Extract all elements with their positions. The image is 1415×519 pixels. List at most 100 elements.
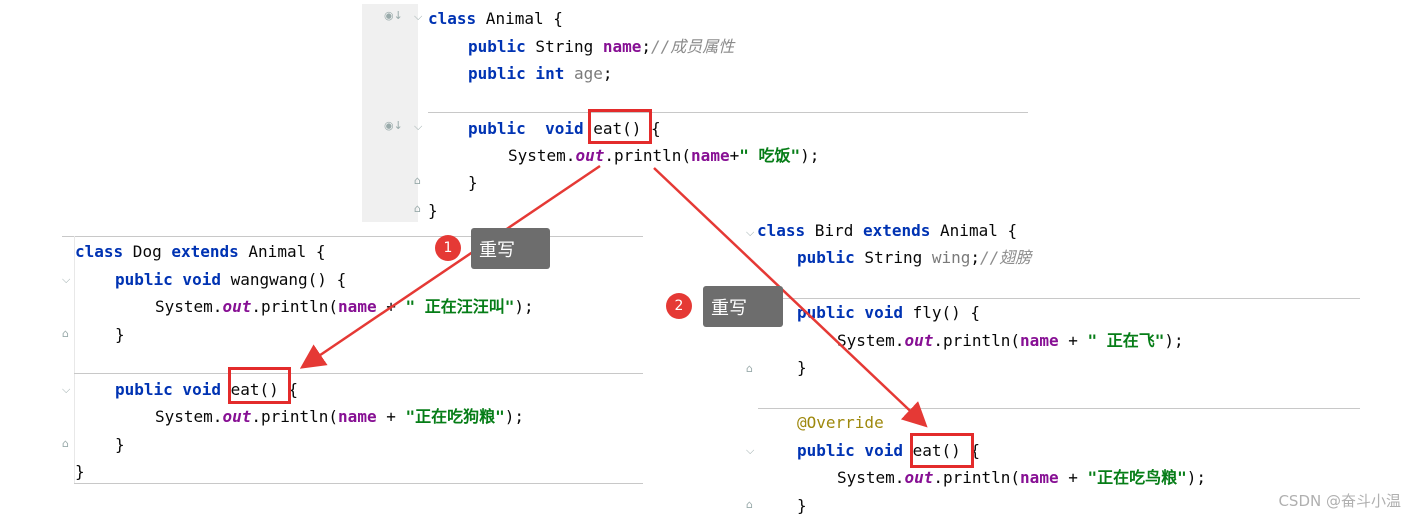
string: " 正在汪汪叫": [405, 297, 515, 316]
code-line: System.out.println(name + "正在吃狗粮");: [155, 403, 524, 430]
field: name: [1020, 468, 1059, 487]
code-line: }: [115, 325, 125, 344]
field: out: [904, 468, 934, 487]
code-line: }: [115, 435, 125, 454]
code-text: System.: [837, 468, 905, 487]
eat-method[interactable]: eat(): [230, 380, 279, 399]
code-line: class Animal {: [428, 5, 563, 32]
method-separator: [758, 298, 1360, 299]
class-name: Dog: [123, 242, 172, 261]
keyword: public: [797, 248, 855, 267]
punct: ;: [970, 248, 981, 267]
panel-bottom-border: [74, 483, 643, 484]
keyword: public: [468, 64, 526, 83]
field: name: [338, 297, 377, 316]
field: name: [1020, 331, 1059, 350]
code-line: class Bird extends Animal {: [757, 217, 1017, 244]
callout-badge-1: 1: [435, 235, 461, 261]
callout-badge-2: 2: [666, 293, 692, 319]
code-text: .println(: [251, 297, 339, 316]
code-text: .println(: [933, 331, 1021, 350]
method-signature: fly() {: [902, 303, 981, 322]
code-line: }: [468, 173, 478, 192]
class-name: Bird: [805, 221, 863, 240]
punct: ;: [641, 37, 652, 56]
bird-code-panel: ⌵ ⌂ ⌵ ⌂ class Bird extends Animal { publ…: [746, 216, 1360, 519]
override-marker-icon[interactable]: ◉↓: [384, 9, 403, 22]
highlight-box-animal-eat: [588, 109, 652, 144]
code-line: public void eat() {: [115, 376, 298, 403]
code-line: }: [797, 496, 807, 515]
punct: +: [376, 297, 406, 316]
punct: {: [278, 380, 299, 399]
bird-code: class Bird extends Animal { public Strin…: [757, 217, 1357, 519]
fold-end-icon[interactable]: ⌂: [746, 362, 753, 375]
code-text: .println(: [933, 468, 1021, 487]
fold-icon[interactable]: ⌵: [414, 120, 423, 133]
field: name: [602, 37, 642, 56]
class-name: Animal {: [238, 242, 326, 261]
callout-label-1: 重写: [471, 228, 550, 269]
keyword: public: [797, 303, 855, 322]
type: String: [854, 248, 932, 267]
code-line: System.out.println(name + " 正在汪汪叫");: [155, 293, 534, 320]
field: age: [573, 64, 603, 83]
field: name: [691, 146, 730, 165]
code-line: public String name;//成员属性: [468, 33, 734, 60]
code-line: public void eat() {: [797, 437, 980, 464]
highlight-box-bird-eat: [910, 433, 974, 468]
code-line: public void fly() {: [797, 299, 980, 326]
keyword: void: [172, 380, 221, 399]
fold-icon[interactable]: ⌵: [62, 383, 71, 396]
eat-method[interactable]: eat(): [593, 119, 642, 138]
fold-icon[interactable]: ⌵: [62, 273, 71, 286]
code-line: public String wing;//翅膀: [797, 244, 1031, 271]
code-text: System.: [155, 407, 223, 426]
code-line: }: [797, 358, 807, 377]
keyword: public: [115, 270, 173, 289]
callout-label-2: 重写: [703, 286, 783, 327]
code-line: class Dog extends Animal {: [75, 238, 325, 265]
comment: //成员属性: [651, 37, 735, 56]
eat-method[interactable]: eat(): [912, 441, 961, 460]
class-name: Animal {: [476, 9, 563, 28]
code-text: System.: [155, 297, 223, 316]
keyword: public: [468, 119, 526, 138]
method-separator: [428, 112, 1028, 113]
field: out: [575, 146, 605, 165]
override-annotation: @Override: [797, 413, 884, 432]
animal-code: class Animal { public String name;//成员属性…: [428, 4, 1028, 222]
code-line: public void eat() {: [468, 115, 661, 142]
punct: +: [1058, 331, 1088, 350]
watermark: CSDN @奋斗小温: [1278, 492, 1401, 510]
fold-end-icon[interactable]: ⌂: [62, 437, 69, 450]
code-text: .println(: [604, 146, 692, 165]
override-marker-icon[interactable]: ◉↓: [384, 119, 403, 132]
field: wing: [931, 248, 971, 267]
punct: ;: [602, 64, 613, 83]
punct: {: [960, 441, 981, 460]
fold-end-icon[interactable]: ⌂: [746, 498, 753, 511]
code-line: public void wangwang() {: [115, 266, 346, 293]
fold-icon[interactable]: ⌵: [746, 226, 755, 239]
keyword: public: [115, 380, 173, 399]
code-line: System.out.println(name + " 正在飞");: [837, 327, 1184, 354]
keyword: class: [428, 9, 477, 28]
fold-icon[interactable]: ⌵: [746, 444, 755, 457]
type: String: [525, 37, 603, 56]
comment: //翅膀: [980, 248, 1032, 267]
punct: +: [1058, 468, 1088, 487]
fold-end-icon[interactable]: ⌂: [414, 202, 421, 215]
fold-end-icon[interactable]: ⌂: [414, 174, 421, 187]
string: " 正在飞": [1087, 331, 1165, 350]
code-line: }: [75, 462, 85, 481]
fold-icon[interactable]: ⌵: [414, 10, 423, 23]
punct: +: [376, 407, 406, 426]
keyword: class: [75, 242, 124, 261]
punct: );: [800, 146, 820, 165]
punct: {: [641, 119, 661, 138]
code-line: public int age;: [468, 60, 613, 87]
fold-end-icon[interactable]: ⌂: [62, 327, 69, 340]
string: " 吃饭": [739, 146, 801, 165]
string: "正在吃狗粮": [405, 407, 505, 426]
